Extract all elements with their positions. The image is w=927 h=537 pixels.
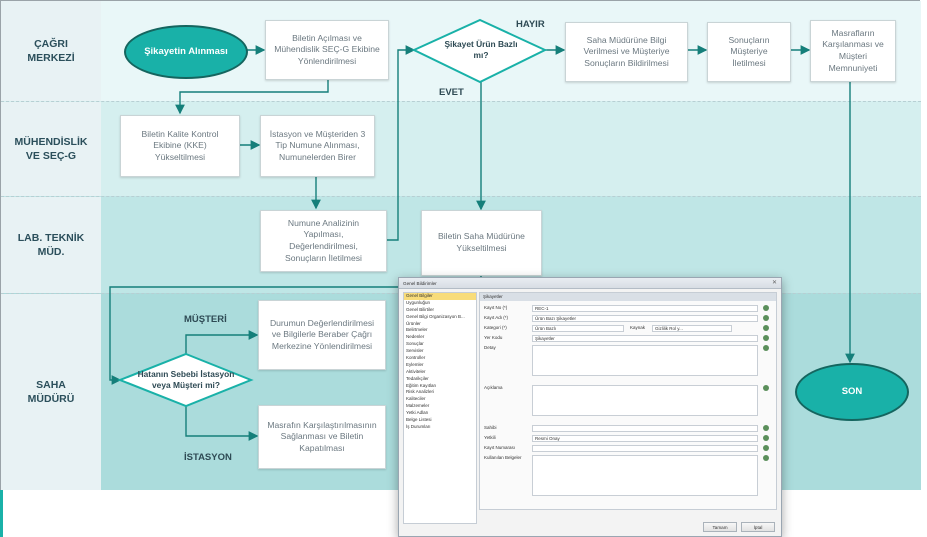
decision-fault-text: Hatanın Sebebi İstasyon veya Müşteri mi? xyxy=(137,369,235,390)
lane-label-site-manager: SAHA MÜDÜRÜ xyxy=(1,294,101,490)
dialog-titlebar[interactable]: Genel Bildirimler ✕ xyxy=(399,278,781,289)
start-terminal: Şikayetin Alınması xyxy=(124,25,248,79)
sidebar-item[interactable]: Kontroller xyxy=(406,355,426,361)
field-input[interactable]: Ürün Bazı Şikayetler xyxy=(532,315,758,322)
cancel-button[interactable]: İptal xyxy=(741,522,775,532)
field-label: Kayıt Numarası xyxy=(484,445,516,450)
lane-label-lab: LAB. TEKNİK MÜD. xyxy=(1,197,101,293)
field-input[interactable] xyxy=(532,345,758,376)
bottom-accent-bar xyxy=(0,490,3,537)
sidebar-item[interactable]: Genel Bilirtiler xyxy=(406,306,435,312)
lookup-icon[interactable] xyxy=(763,425,769,431)
sidebar-item[interactable]: Tedarikçiler xyxy=(406,375,429,381)
sidebar-item[interactable]: Eylemler xyxy=(406,361,424,367)
collect-samples-box: İstasyon ve Müşteriden 3 Tip Numune Alın… xyxy=(260,115,375,177)
sidebar-item[interactable]: Belge Listesi xyxy=(406,417,432,423)
field-label: Kayıt Adı (*) xyxy=(484,315,509,320)
sidebar-item[interactable]: Aktiviteler xyxy=(406,368,426,374)
close-ticket-box: Masrafın Karşılaştırılmasının Sağlanması… xyxy=(258,405,386,469)
decision-product-text: Şikayet Ürün Bazlı mı? xyxy=(444,39,518,60)
field-input[interactable]: Gizlilik Rol y... xyxy=(652,325,732,332)
lookup-icon[interactable] xyxy=(763,435,769,441)
field-label: Kaynak xyxy=(630,325,646,330)
sidebar-item[interactable]: Ürünler xyxy=(406,320,421,326)
field-label: Yetkili xyxy=(484,435,496,440)
field-input[interactable] xyxy=(532,445,758,452)
field-label: Kayıt No (*) xyxy=(484,305,508,310)
inform-site-box: Saha Müdürüne Bilgi Verilmesi ve Müşteri… xyxy=(565,22,688,82)
evaluate-box: Durumun Değerlendirilmesi ve Bilgilerle … xyxy=(258,300,386,370)
end-terminal: SON xyxy=(795,363,909,421)
label-no: HAYIR xyxy=(516,19,545,30)
escalate-site-box: Biletin Saha Müdürüne Yükseltilmesi xyxy=(421,210,542,276)
field-input[interactable]: Resmi Onay xyxy=(532,435,758,442)
lookup-icon[interactable] xyxy=(763,345,769,351)
open-ticket-box: Biletin Açılması ve Mühendislik SEÇ-G Ek… xyxy=(265,20,389,80)
dialog-title: Genel Bildirimler xyxy=(403,280,437,286)
sidebar-item[interactable]: Nedenler xyxy=(406,334,425,340)
label-station: İSTASYON xyxy=(184,452,232,463)
lookup-icon[interactable] xyxy=(763,315,769,321)
lane-label-engineering: MÜHENDİSLİK VE SEÇ-G xyxy=(1,102,101,196)
lane-label-call-center: ÇAĞRI MERKEZİ xyxy=(1,1,101,101)
field-label: Sahibi xyxy=(484,425,497,430)
lookup-icon[interactable] xyxy=(763,385,769,391)
field-input[interactable]: Şikayetler xyxy=(532,335,758,342)
sidebar-item[interactable]: Malzemeler xyxy=(406,403,430,409)
escalate-kke-box: Biletin Kalite Kontrol Ekibine (KKE) Yük… xyxy=(120,115,240,177)
sidebar-item[interactable]: Uygunluğun xyxy=(406,299,431,305)
field-label: Açıklama xyxy=(484,385,503,390)
field-input[interactable] xyxy=(532,455,758,496)
lookup-icon[interactable] xyxy=(763,335,769,341)
cost-refund-box: Masrafların Karşılanması ve Müşteri Memn… xyxy=(810,20,896,82)
field-label: Detay xyxy=(484,345,496,350)
sidebar-item[interactable]: Yetki Adları xyxy=(406,410,429,416)
field-input[interactable]: REC-1 xyxy=(532,305,758,312)
label-yes: EVET xyxy=(439,87,464,98)
sidebar-item[interactable]: Genel Bilgiler xyxy=(404,293,476,300)
field-label: Kategori (*) xyxy=(484,325,507,330)
sidebar-item[interactable]: Genel Bilgi Organizasyon B... xyxy=(406,313,465,319)
form-section-title: Şikayetler xyxy=(480,293,776,301)
sidebar-item[interactable]: Belirtmeler xyxy=(406,327,428,333)
ok-button[interactable]: Tamam xyxy=(703,522,737,532)
lookup-icon[interactable] xyxy=(763,445,769,451)
field-input[interactable] xyxy=(532,425,758,432)
sidebar-item[interactable]: Risk Analizleri xyxy=(406,389,435,395)
lookup-icon[interactable] xyxy=(763,325,769,331)
sidebar-item[interactable]: Eğitim Kayıtları xyxy=(406,382,437,388)
lookup-icon[interactable] xyxy=(763,305,769,311)
close-icon[interactable]: ✕ xyxy=(771,280,777,286)
field-input[interactable]: Ürün Bazlı xyxy=(532,325,624,332)
notify-results-box: Sonuçların Müşteriye İletilmesi xyxy=(707,22,791,82)
analyze-box: Numune Analizinin Yapılması, Değerlendir… xyxy=(260,210,387,272)
sidebar-item[interactable]: İş Durumları xyxy=(406,423,431,429)
field-input[interactable] xyxy=(532,385,758,416)
label-customer: MÜŞTERİ xyxy=(184,314,227,325)
sidebar-item[interactable]: Kaliteciler xyxy=(406,396,426,402)
sidebar-item[interactable]: Sonuçlar xyxy=(406,341,424,347)
sidebar-item[interactable]: Servisler xyxy=(406,348,424,354)
field-label: Yer Kodu xyxy=(484,335,503,340)
field-label: Kullanılan Belgeler xyxy=(484,455,522,460)
lookup-icon[interactable] xyxy=(763,455,769,461)
